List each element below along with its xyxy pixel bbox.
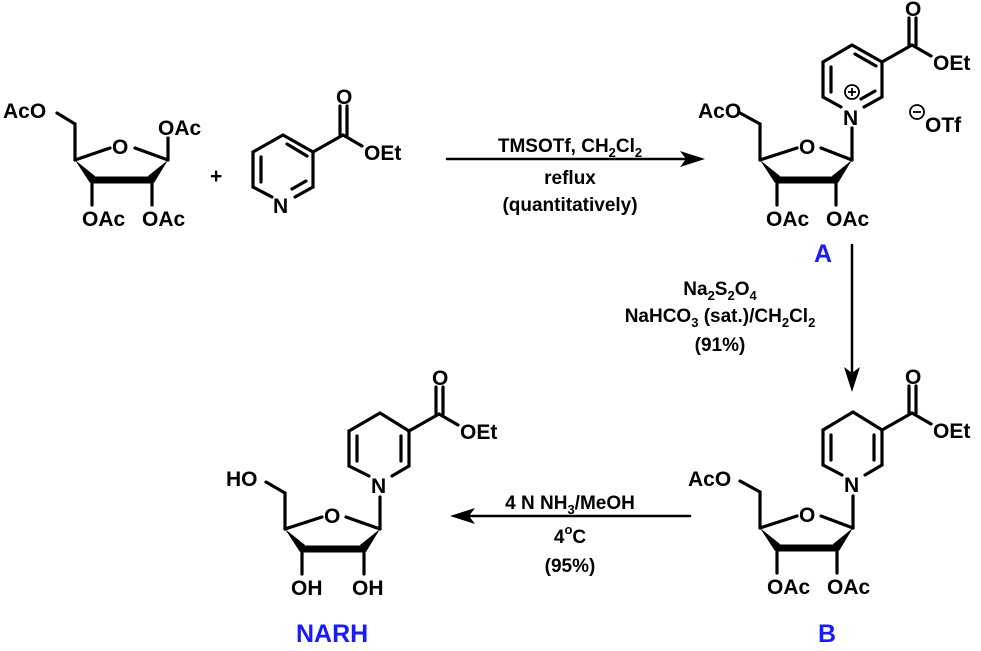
compound-label-a: A bbox=[814, 240, 832, 268]
step2-reagent: Na2S2O4 bbox=[683, 279, 757, 303]
atom-aco-c5-b: AcO bbox=[688, 468, 731, 491]
atom-carbonyl-o-b: O bbox=[905, 366, 921, 389]
atom-n-b: N bbox=[844, 474, 859, 497]
atom-oac-c2-b: OAc bbox=[827, 576, 871, 599]
step2-yield: (91%) bbox=[695, 335, 746, 356]
atom-oac-c2: OAc bbox=[142, 208, 186, 231]
negative-charge-icon bbox=[909, 104, 925, 120]
atom-n: N bbox=[273, 195, 288, 218]
compound-b: N O OEt AcO O OAc OAc B bbox=[688, 366, 970, 648]
positive-charge-icon bbox=[844, 84, 860, 100]
compound-label-narh: NARH bbox=[296, 620, 368, 648]
step1-reagents: TMSOTf, CH2Cl2 bbox=[498, 136, 642, 160]
step3-temperature: 4oC bbox=[554, 522, 587, 548]
ribose-tetraacetate: AcO O OAc OAc OAc bbox=[3, 100, 202, 231]
step3-arrow-group: 4 N NH3/MeOH 4oC (95%) bbox=[450, 493, 692, 577]
atom-carbonyl-o-narh: O bbox=[432, 367, 448, 390]
compound-narh: N O OEt HO O OH OH NARH bbox=[226, 367, 497, 648]
compound-a: N O OEt OTf AcO O OAc OAc A bbox=[698, 0, 970, 268]
atom-oh-c2: OH bbox=[352, 577, 384, 600]
step2-solvent: NaHCO3 (sat.)/CH2Cl2 bbox=[625, 306, 816, 330]
step3-reagent: 4 N NH3/MeOH bbox=[505, 493, 635, 517]
ethyl-nicotinate: N O OEt bbox=[251, 86, 401, 218]
atom-oac-c3: OAc bbox=[82, 208, 126, 231]
atom-n-plus: N bbox=[843, 107, 858, 130]
atom-ring-o: O bbox=[112, 136, 128, 159]
step1-yield: (quantitatively) bbox=[502, 195, 637, 216]
compound-label-b: B bbox=[818, 620, 836, 648]
step1-arrow-group: TMSOTf, CH2Cl2 reflux (quantitatively) bbox=[445, 136, 705, 216]
atom-oac-c3-a: OAc bbox=[766, 208, 810, 231]
atom-oet-b: OEt bbox=[933, 420, 970, 443]
arrowhead-right bbox=[680, 151, 705, 167]
atom-carbonyl-o: O bbox=[336, 86, 352, 109]
step1-condition: reflux bbox=[544, 168, 596, 189]
atom-ring-o-narh: O bbox=[324, 505, 340, 528]
atom-oet-a: OEt bbox=[933, 52, 970, 75]
atom-oac-c3-b: OAc bbox=[767, 576, 811, 599]
step2-arrow-group: Na2S2O4 NaHCO3 (sat.)/CH2Cl2 (91%) bbox=[625, 243, 860, 392]
atom-oh-c3: OH bbox=[291, 577, 323, 600]
counterion-otf: OTf bbox=[925, 114, 962, 137]
atom-oet-narh: OEt bbox=[460, 421, 497, 444]
atom-ring-o-b: O bbox=[799, 504, 815, 527]
plus-sign: + bbox=[210, 165, 222, 188]
atom-aco-c5-a: AcO bbox=[698, 100, 741, 123]
atom-oet: OEt bbox=[364, 142, 401, 165]
atom-oac-c2-a: OAc bbox=[826, 208, 870, 231]
atom-ring-o-a: O bbox=[799, 136, 815, 159]
atom-carbonyl-o-a: O bbox=[905, 0, 921, 21]
arrowhead-left bbox=[450, 508, 475, 524]
atom-oac-c1: OAc bbox=[158, 117, 202, 140]
step3-yield: (95%) bbox=[545, 556, 596, 577]
arrowhead-down bbox=[844, 367, 860, 392]
atom-aco-c5: AcO bbox=[3, 100, 46, 123]
atom-ho-c5: HO bbox=[226, 468, 258, 491]
atom-n-narh: N bbox=[371, 475, 386, 498]
